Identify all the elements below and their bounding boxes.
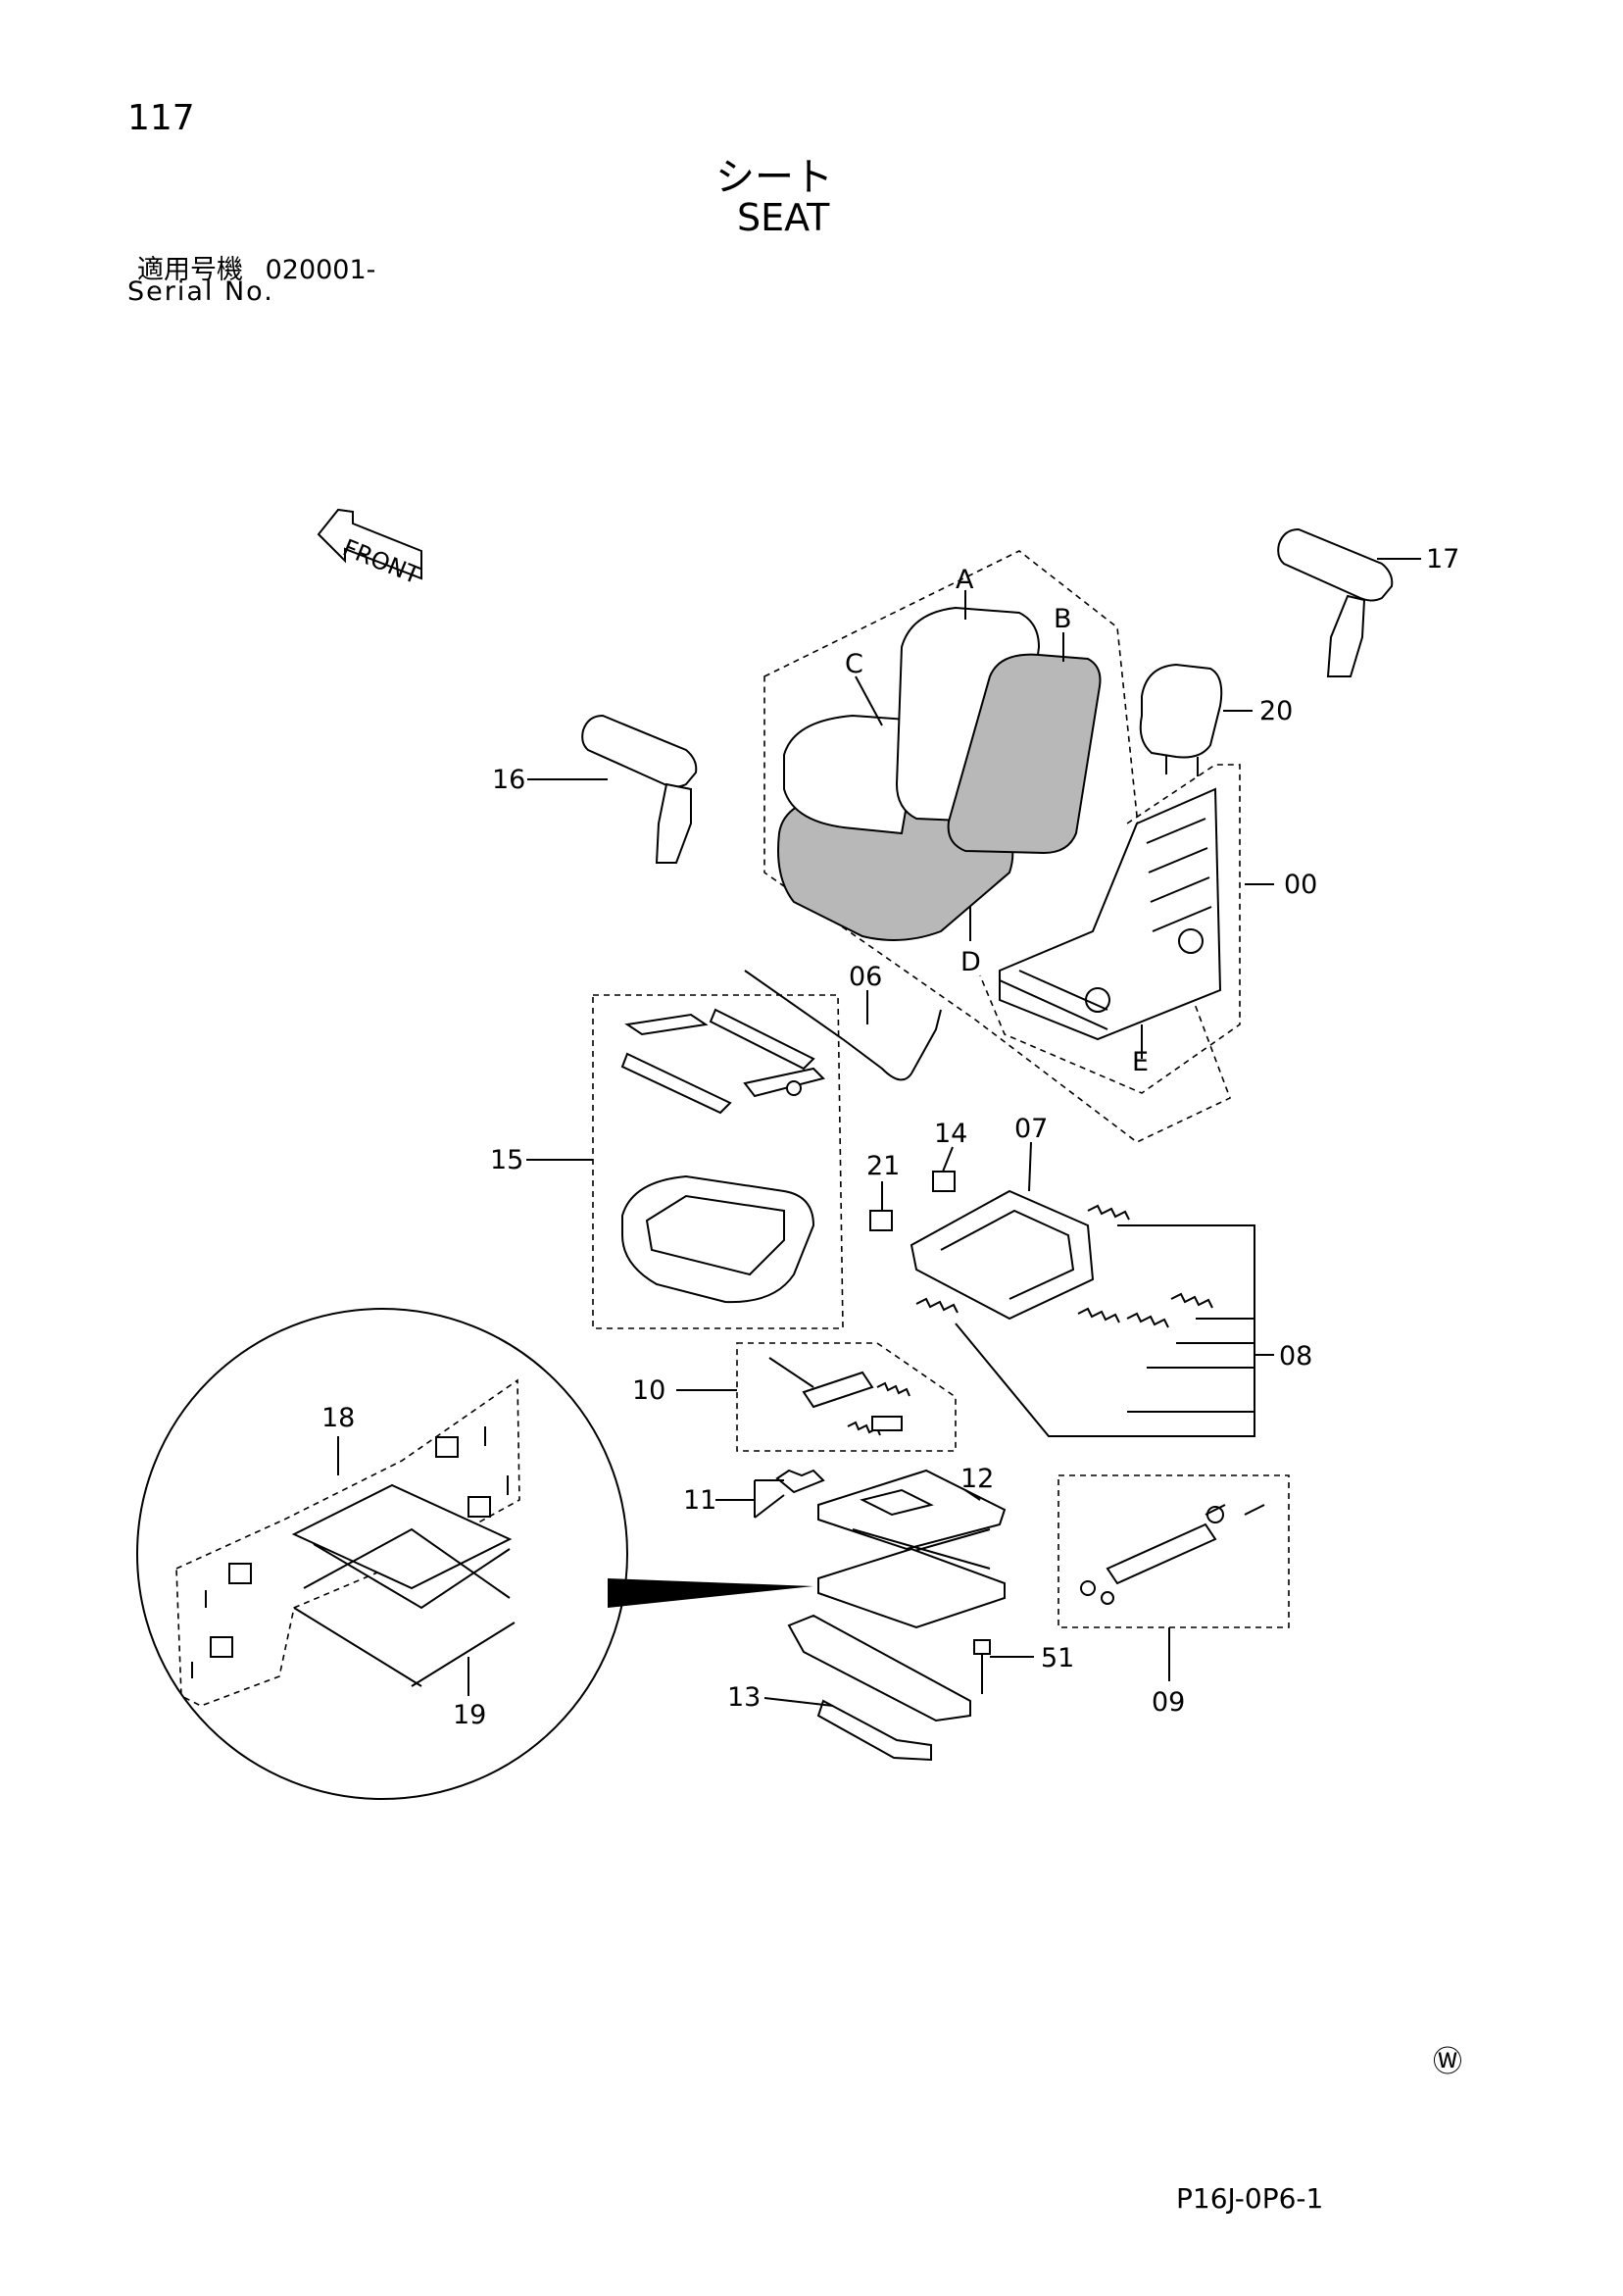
- slide-rails: [620, 1008, 825, 1115]
- callout-12: 12: [960, 1464, 994, 1494]
- group-10-outline: [736, 1342, 957, 1452]
- armrest-left: [581, 714, 698, 864]
- height-handle: [787, 1614, 971, 1762]
- group-09-outline: [1057, 1474, 1290, 1628]
- adjust-cable: [744, 970, 942, 1081]
- callout-08: 08: [1279, 1341, 1312, 1372]
- suspension-bracket: [910, 1189, 1095, 1321]
- damper-09: [1080, 1504, 1265, 1605]
- seat-frame: [999, 787, 1222, 1041]
- adjuster-10: [768, 1357, 910, 1436]
- callout-09: 09: [1152, 1687, 1185, 1718]
- springs: [915, 1204, 1213, 1328]
- callout-00: 00: [1284, 870, 1317, 900]
- armrest-right: [1277, 527, 1394, 677]
- title-english: SEAT: [737, 196, 830, 239]
- watermark-icon: Ⓦ: [1433, 2045, 1462, 2079]
- seat-frame-group-outline: [979, 764, 1241, 1094]
- suspension-unit: [817, 1469, 1007, 1629]
- callout-17: 17: [1426, 544, 1459, 574]
- leader-08: [955, 1224, 1274, 1437]
- front-arrow-icon: FRONT: [317, 508, 424, 590]
- callout-13: 13: [727, 1682, 761, 1713]
- callout-06: 06: [849, 962, 882, 992]
- block-21: [869, 1210, 893, 1231]
- detail-pointer: [608, 1578, 813, 1608]
- callout-D: D: [960, 947, 981, 977]
- callout-07: 07: [1014, 1114, 1048, 1144]
- serial-label-en: Serial No.: [127, 276, 274, 307]
- callout-10: 10: [632, 1375, 665, 1406]
- callout-18: 18: [321, 1403, 355, 1433]
- seat-base-frame: [621, 1174, 815, 1304]
- callout-51: 51: [1041, 1643, 1074, 1673]
- callout-15: 15: [490, 1145, 523, 1175]
- callout-20: 20: [1259, 696, 1293, 726]
- callout-19: 19: [453, 1700, 486, 1730]
- group-18-outline: [175, 1378, 520, 1707]
- bolt-51: [973, 1639, 991, 1694]
- page-code: P16J-0P6-1: [1176, 2182, 1324, 2215]
- page-number: 117: [127, 98, 195, 138]
- slide-rail-group-outline: [592, 994, 844, 1329]
- callout-11: 11: [683, 1485, 716, 1516]
- serial-label-jp: 適用号機: [137, 255, 243, 285]
- callout-16: 16: [492, 765, 525, 795]
- seat-cushion-top: [783, 714, 923, 835]
- leader-lines: [337, 558, 1421, 1707]
- scissor-mechanism: [191, 1426, 516, 1687]
- callout-C: C: [845, 649, 863, 679]
- serial-value: 020001-: [265, 255, 376, 285]
- serial-line-jp: 適用号機 020001-: [137, 248, 375, 286]
- block-14: [932, 1171, 956, 1192]
- callout-E: E: [1132, 1047, 1149, 1077]
- seat-backrest-cover: [947, 653, 1102, 855]
- callout-A: A: [956, 565, 974, 595]
- callout-21: 21: [866, 1151, 900, 1181]
- bracket-11: [775, 1469, 825, 1494]
- front-label: FRONT: [339, 534, 424, 590]
- callout-B: B: [1054, 604, 1072, 634]
- title-japanese: シート: [715, 155, 833, 200]
- headrest: [1139, 663, 1223, 759]
- callout-14: 14: [934, 1119, 967, 1149]
- detail-circle: [136, 1308, 628, 1800]
